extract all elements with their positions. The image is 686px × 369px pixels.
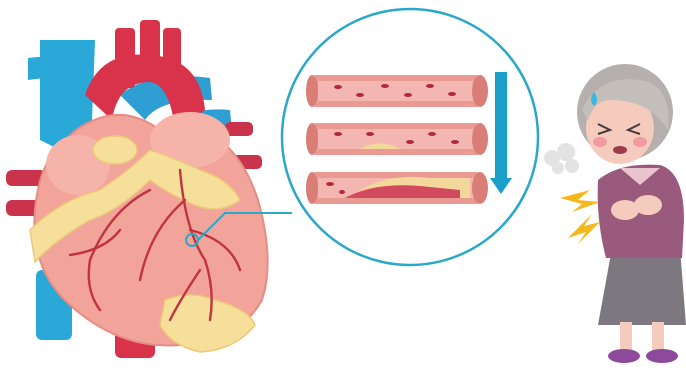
mouth — [613, 146, 627, 154]
left-leg — [620, 322, 632, 352]
narrowed-artery — [306, 172, 488, 204]
early-plaque-artery — [306, 123, 488, 155]
left-shoe — [608, 349, 640, 363]
artery-magnifier — [282, 9, 538, 265]
cheek-right — [633, 137, 647, 147]
skirt — [598, 248, 686, 325]
pain-bolts — [560, 190, 600, 244]
right-hand — [634, 195, 662, 215]
breath-puffs — [544, 143, 579, 174]
cheek-left — [593, 137, 607, 147]
right-leg — [652, 322, 664, 352]
heart-illustration — [6, 20, 268, 358]
healthy-artery — [306, 75, 488, 107]
right-shoe — [646, 349, 678, 363]
elderly-woman — [544, 64, 686, 363]
